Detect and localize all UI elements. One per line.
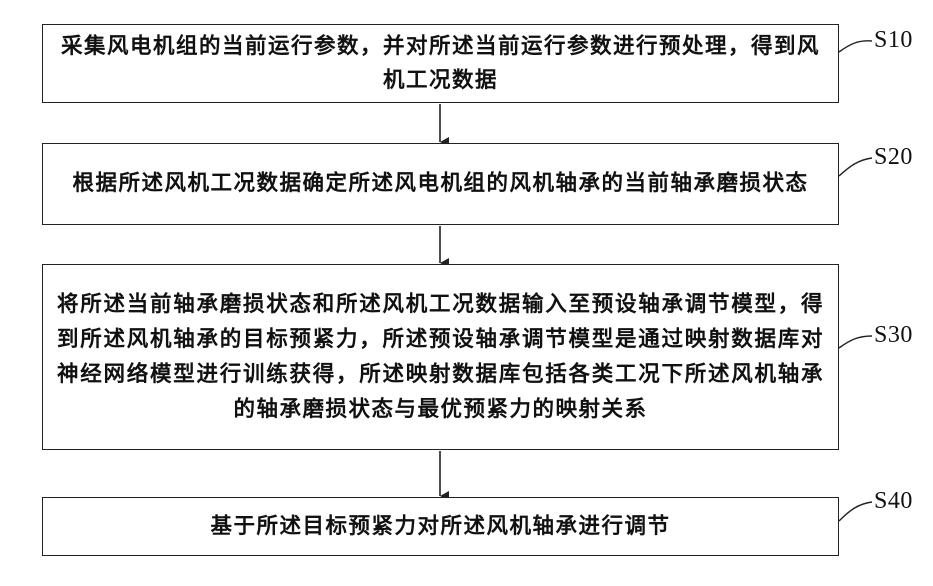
step-box-s30: 将所述当前轴承磨损状态和所述风机工况数据输入至预设轴承调节模型，得到所述风机轴承… [42,264,839,450]
step-text-s30: 将所述当前轴承磨损状态和所述风机工况数据输入至预设轴承调节模型，得到所述风机轴承… [57,287,824,427]
leader-s10 [839,41,872,52]
step-label-s40: S40 [874,488,913,515]
step-text-s40: 基于所述目标预紧力对所述风机轴承进行调节 [210,510,670,544]
step-box-s10: 采集风电机组的当前运行参数，并对所述当前运行参数进行预处理，得到风机工况数据 [42,24,839,103]
step-box-s20: 根据所述风机工况数据确定所述风电机组的风机轴承的当前轴承磨损状态 [42,143,839,225]
leader-s30 [839,336,872,348]
step-label-s10: S10 [874,27,913,54]
step-text-s20: 根据所述风机工况数据确定所述风电机组的风机轴承的当前轴承磨损状态 [72,167,808,201]
step-label-s30: S30 [874,322,913,349]
leader-s20 [839,158,872,176]
step-text-s10: 采集风电机组的当前运行参数，并对所述当前运行参数进行预处理，得到风机工况数据 [57,30,824,98]
step-label-s20: S20 [874,144,913,171]
step-box-s40: 基于所述目标预紧力对所述风机轴承进行调节 [42,497,839,556]
leader-s40 [839,502,872,521]
